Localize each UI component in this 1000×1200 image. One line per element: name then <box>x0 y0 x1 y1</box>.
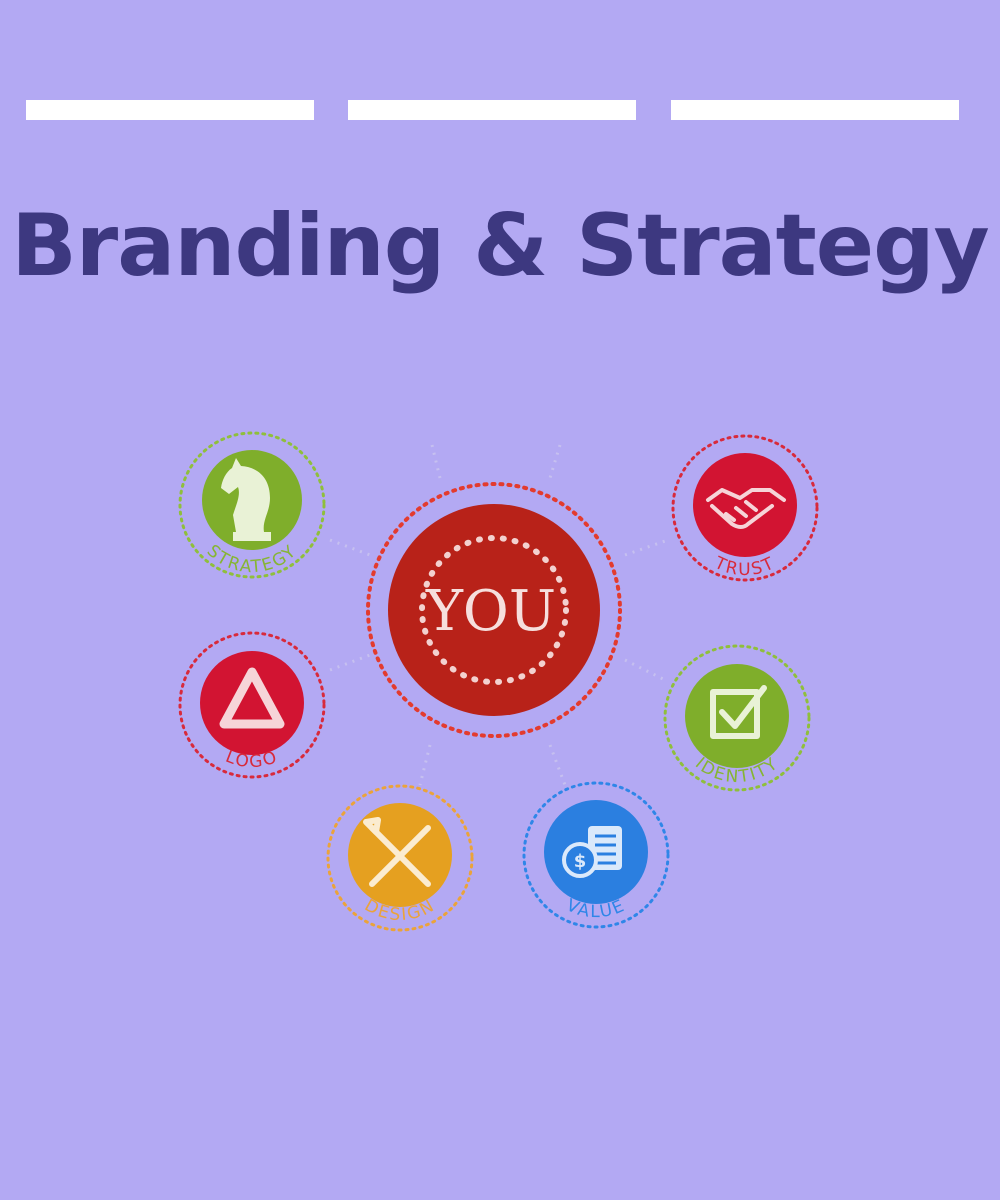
node-logo: LOGO <box>178 631 326 779</box>
checkbox-icon <box>710 685 767 739</box>
center-node: YOU <box>366 482 622 738</box>
center-inner-dots <box>419 535 569 685</box>
header-bar-left <box>26 100 314 120</box>
center-ring <box>366 482 622 738</box>
page-title: Branding & Strategy <box>11 196 989 296</box>
node-trust: TRUST <box>671 434 819 582</box>
svg-text:$: $ <box>574 851 587 872</box>
triangle-logo-icon <box>219 667 285 729</box>
connector-lines <box>329 444 669 786</box>
header-bar-right <box>671 100 959 120</box>
chess-knight-icon <box>221 458 271 541</box>
coin-document-icon: $ <box>562 826 622 878</box>
node-value: $ VALUE <box>522 781 670 929</box>
pencil-ruler-icon <box>363 817 431 887</box>
node-strategy: STRATEGY <box>178 431 326 579</box>
node-identity: IDENTITY <box>663 644 811 792</box>
center-label: YOU <box>425 579 556 644</box>
node-design: DESIGN <box>326 784 474 932</box>
header-bar-middle <box>348 100 636 120</box>
handshake-icon <box>706 488 786 529</box>
